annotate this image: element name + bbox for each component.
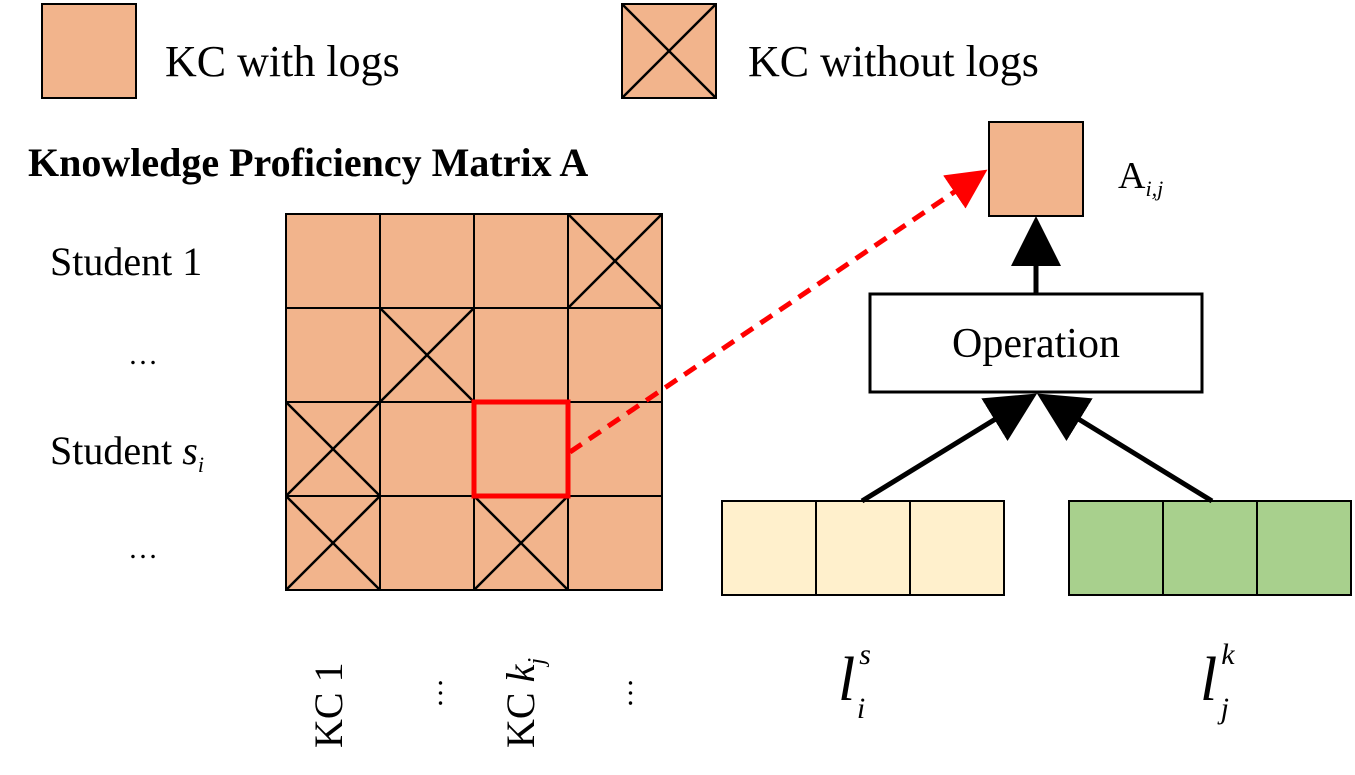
output-cell	[988, 121, 1084, 217]
row-label-ellipsis-1: …	[128, 338, 158, 371]
operation-label: Operation	[952, 321, 1120, 367]
output-cell-label: Ai,j	[1118, 155, 1163, 201]
kc-cell-with-logs	[285, 213, 381, 309]
column-label-kc-kj: KC kj	[498, 658, 550, 748]
legend-without-logs-swatch	[621, 3, 717, 99]
row-labels: Student 1 … Student si …	[50, 239, 204, 565]
legend-with-logs-swatch	[41, 3, 137, 99]
kc-cell-without-logs	[285, 401, 381, 497]
kc-cell-with-logs	[473, 213, 569, 309]
column-labels: KC 1 … KC kj …	[306, 658, 639, 748]
row-label-ellipsis-2: …	[128, 532, 158, 565]
column-label-ellipsis-2: …	[606, 678, 639, 708]
kc-cell-with-logs	[567, 307, 663, 403]
legend-without-logs-label: KC without logs	[748, 37, 1039, 86]
kc-cell-with-logs	[379, 401, 475, 497]
student-embedding-vector	[721, 500, 1005, 596]
kc-cell-with-logs	[567, 401, 663, 497]
kc-cell-with-logs	[567, 495, 663, 591]
legend-with-logs-label: KC with logs	[165, 37, 400, 86]
matrix-title: Knowledge Proficiency Matrix A	[28, 140, 588, 185]
operation-box	[868, 292, 1204, 394]
kc-cell-without-logs	[379, 307, 475, 403]
kc-cell-with-logs	[285, 307, 381, 403]
kc-cell-without-logs	[285, 495, 381, 591]
column-label-kc-1: KC 1	[306, 662, 351, 748]
selection-arrow	[568, 169, 988, 455]
kc-vector-arrow	[1036, 393, 1214, 504]
column-label-ellipsis-1: …	[416, 678, 449, 708]
kc-cell-with-logs	[473, 401, 569, 497]
row-label-student-1: Student 1	[50, 239, 202, 284]
kc-cell-without-logs	[567, 213, 663, 309]
row-label-student-si: Student si	[50, 428, 204, 477]
knowledge-proficiency-matrix	[285, 213, 663, 591]
kc-cell-with-logs	[379, 495, 475, 591]
kc-cell-with-logs	[473, 307, 569, 403]
student-vector-arrow	[860, 393, 1038, 504]
highlighted-cell	[471, 399, 571, 499]
legend: KC with logs KC without logs	[41, 3, 1039, 99]
kc-cell-with-logs	[379, 213, 475, 309]
kc-cell-without-logs	[473, 495, 569, 591]
kc-embedding-vector	[1068, 500, 1352, 596]
